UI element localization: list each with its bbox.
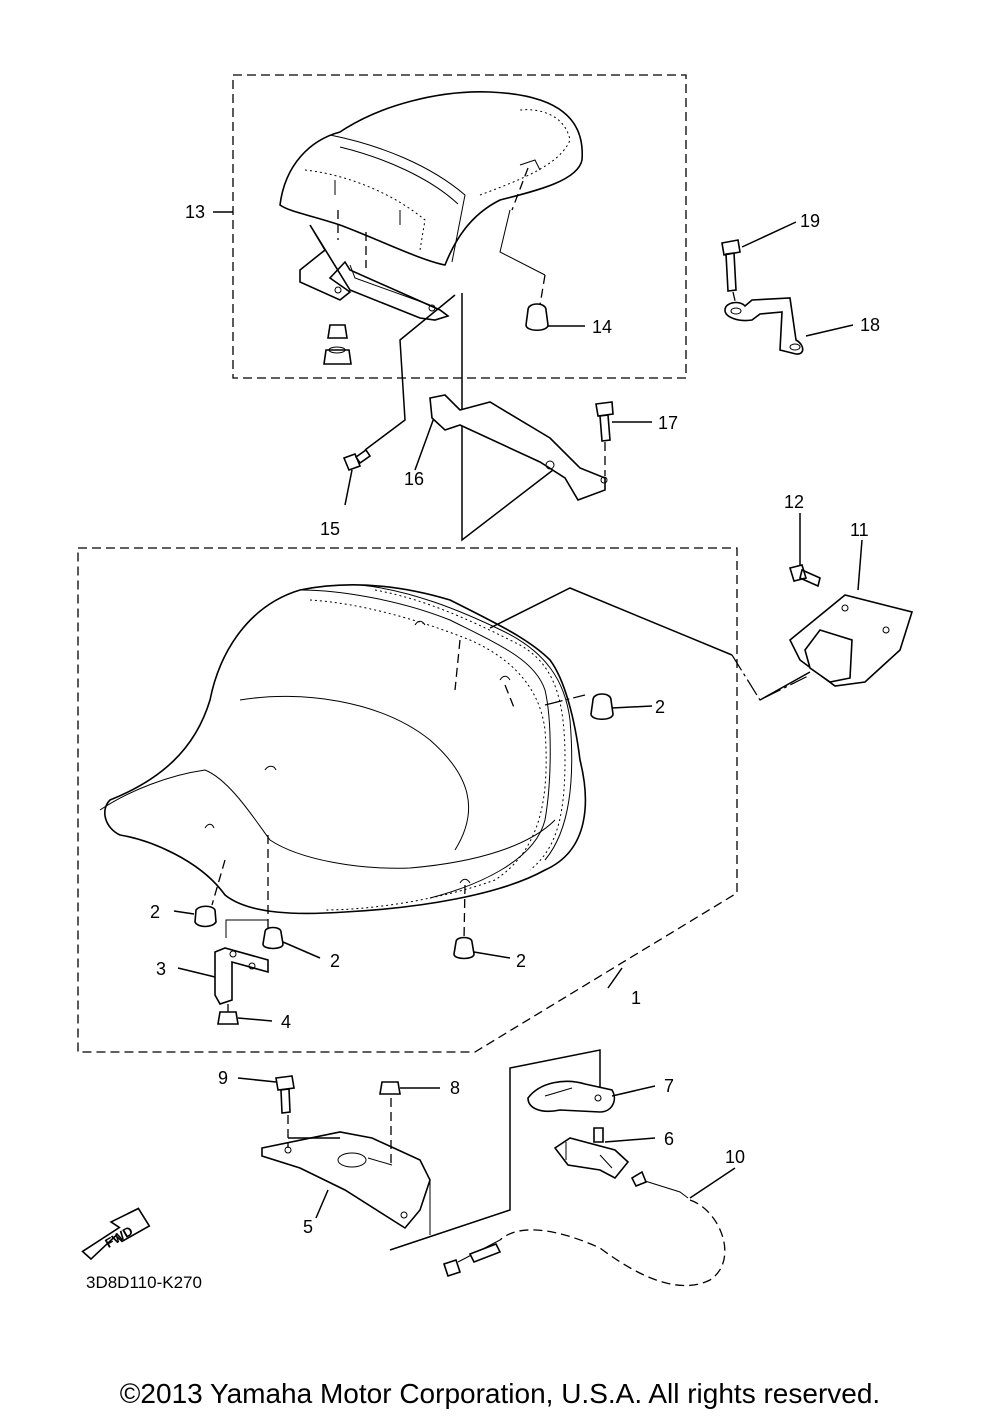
callout-14: 14 (592, 317, 612, 337)
lock-group (261, 1049, 726, 1287)
bracket-3[interactable] (214, 947, 269, 1005)
callout-10: 10 (725, 1147, 745, 1167)
latch-6[interactable] (553, 1137, 630, 1180)
grab-bar-18[interactable] (724, 297, 804, 355)
bolt-12[interactable] (788, 564, 821, 588)
rider-seat[interactable] (104, 584, 587, 915)
callout-2-center: 2 (330, 951, 340, 971)
callout-19: 19 (800, 211, 820, 231)
drawing-code: 3D8D110-K270 (86, 1273, 202, 1292)
nut-8[interactable] (379, 1081, 401, 1095)
bolt-15[interactable] (342, 448, 372, 472)
callout-5: 5 (303, 1217, 313, 1237)
callout-11: 11 (850, 520, 869, 540)
callout-2-right: 2 (516, 951, 526, 971)
nut-4[interactable] (217, 1011, 239, 1025)
callout-4: 4 (281, 1012, 291, 1032)
bolt-17[interactable] (595, 401, 614, 442)
callout-3: 3 (156, 959, 166, 979)
damper-2-right[interactable] (453, 936, 475, 960)
bolt-19[interactable] (721, 239, 741, 292)
callout-1: 1 (631, 988, 641, 1008)
callout-12: 12 (784, 492, 804, 512)
damper-2-left[interactable] (194, 905, 217, 928)
callout-16: 16 (404, 469, 424, 489)
leaders-upper (213, 211, 854, 542)
callout-9: 9 (218, 1068, 228, 1088)
copyright-notice: ©2013 Yamaha Motor Corporation, U.S.A. A… (119, 1378, 881, 1409)
callout-18: 18 (860, 315, 880, 335)
damper-2-center[interactable] (262, 926, 284, 950)
passenger-seat-group (232, 74, 687, 379)
bracket-group (342, 394, 614, 501)
callout-17: 17 (658, 413, 678, 433)
bracket-16[interactable] (429, 394, 606, 501)
fwd-arrow-icon: FWD (81, 1207, 151, 1261)
callout-7: 7 (664, 1076, 674, 1096)
leaders-lower (237, 1077, 736, 1219)
callout-2-left: 2 (150, 902, 160, 922)
callout-6: 6 (664, 1129, 674, 1149)
bolt-9[interactable] (275, 1075, 295, 1114)
damper-14[interactable] (525, 303, 549, 332)
callout-labels: 1 2 2 2 2 3 4 5 6 7 8 9 10 11 12 13 14 1… (86, 202, 880, 1292)
callout-2-rear: 2 (655, 697, 665, 717)
plate-5[interactable] (261, 1131, 431, 1230)
cover-group (759, 564, 914, 701)
passenger-seat-cushion[interactable] (279, 91, 583, 266)
rider-seat-group (77, 547, 811, 1053)
grab-bar-group (721, 239, 804, 355)
callout-15: 15 (320, 519, 340, 539)
damper-2-rear[interactable] (590, 693, 614, 721)
hook-7[interactable] (527, 1080, 616, 1113)
leaders-middle (173, 513, 863, 1022)
callout-13: 13 (185, 202, 205, 222)
callout-8: 8 (450, 1078, 460, 1098)
